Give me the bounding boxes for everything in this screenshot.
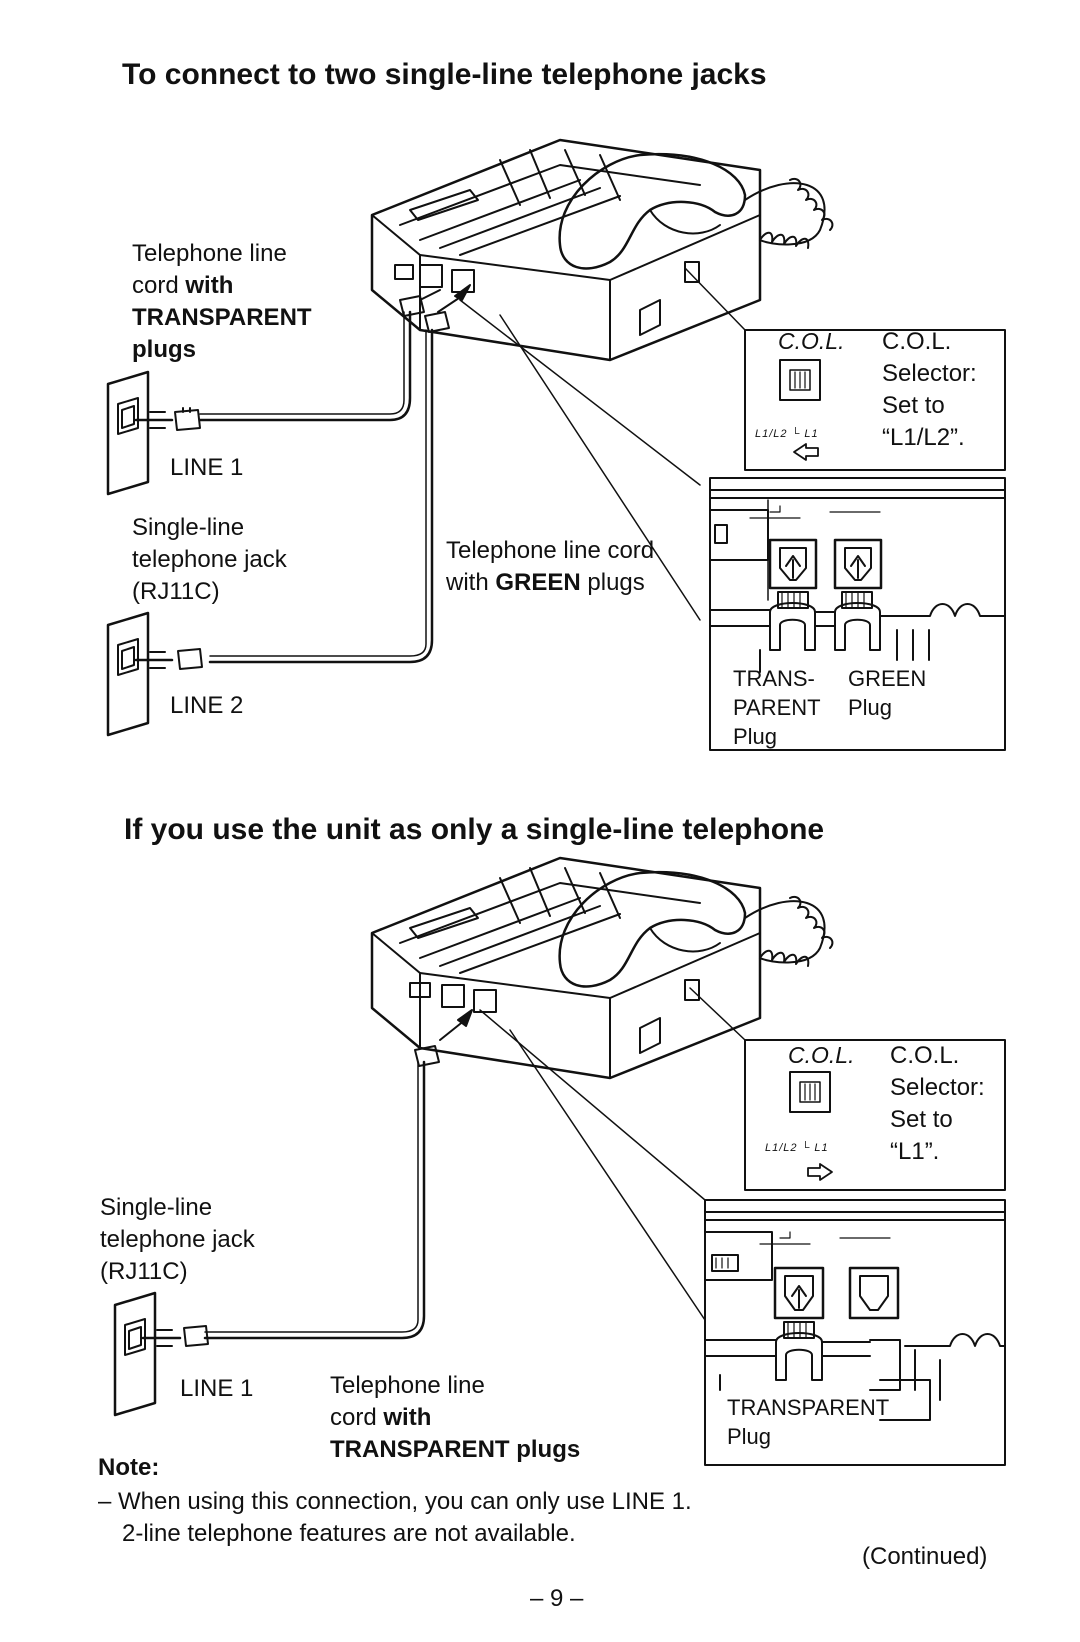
wall-jack-icon-2 (106, 611, 203, 737)
label-line: Plug (733, 724, 778, 749)
continued-label: (Continued) (862, 1543, 988, 1570)
label-line: with GREEN plugs (446, 567, 654, 599)
section1-heading: To connect to two single-line telephone … (122, 58, 767, 91)
note-title: Note: (98, 1454, 160, 1481)
col-switch-positions-2: L1/L2 └ L1 (765, 1142, 829, 1154)
label-line: cord with (330, 1402, 580, 1434)
telephone-line-cords-1 (198, 284, 471, 664)
label-line: “L1”. (890, 1138, 940, 1165)
col-selector-text-2: C.O.L. Selector: Set to “L1”. (890, 1040, 985, 1168)
label-line: TRANSPARENT (727, 1395, 890, 1420)
label-bold: TRANSPARENT plugs (330, 1436, 581, 1463)
label-bold: plugs (132, 336, 196, 363)
label-line: “L1/L2”. (882, 424, 965, 451)
label-line: PARENT (733, 695, 821, 720)
label-line: Selector: (882, 360, 977, 387)
label-bold: with (185, 272, 234, 299)
label-line: cord with (132, 270, 372, 302)
label-line: telephone jack (100, 1226, 255, 1253)
section2-heading: If you use the unit as only a single-lin… (124, 813, 825, 846)
note-text: 1. (665, 1488, 692, 1515)
label-bold: with (383, 1404, 432, 1431)
telephone-illustration-1 (370, 138, 834, 362)
label-line: Telephone line (132, 240, 287, 267)
label-line: Selector: (890, 1074, 985, 1101)
label-line: Telephone line (330, 1372, 485, 1399)
label-line: TRANS- (733, 666, 815, 691)
label-line: (RJ11C) (100, 1258, 188, 1285)
page-number: – 9 – (530, 1585, 584, 1612)
plug-transparent-label-2: TRANSPARENT Plug (727, 1393, 889, 1451)
label-line: Set to (882, 392, 945, 419)
label-line: Set to (890, 1106, 953, 1133)
col-selector-box-2 (744, 1039, 1006, 1191)
label-text: cord (330, 1404, 384, 1431)
plug-transparent-label-1: TRANS- PARENT Plug (733, 664, 821, 751)
label-line: Telephone line cord (446, 537, 655, 564)
note-line-2: 2-line telephone features are not availa… (122, 1520, 576, 1547)
label-bold: TRANSPARENT (132, 304, 312, 331)
col-selector-text-1: C.O.L. Selector: Set to “L1/L2”. (882, 326, 977, 454)
col-switch-title-1: C.O.L. (778, 328, 845, 354)
cord-green-label: Telephone line cord with GREEN plugs (446, 535, 654, 599)
label-line: (RJ11C) (132, 578, 220, 605)
arrow-right-icon (807, 1163, 833, 1181)
jack-detail-box-2 (704, 1199, 1006, 1466)
cord-transparent-label-1: Telephone line cord with TRANSPARENT plu… (132, 238, 372, 366)
label-text: with (446, 569, 496, 596)
jack-label-1: Single-line telephone jack (RJ11C) (132, 512, 287, 608)
col-selector-box-1 (744, 329, 1006, 471)
label-line: telephone jack (132, 546, 287, 573)
plug-green-label: GREEN Plug (848, 664, 926, 722)
label-line: Plug (848, 695, 893, 720)
wall-jack-icon-1 (106, 370, 201, 496)
note-text: – When using this connection, you can on… (98, 1488, 612, 1515)
note-line-1: – When using this connection, you can on… (98, 1486, 692, 1518)
label-line: GREEN (848, 666, 927, 691)
line1-label-2: LINE 1 (180, 1375, 254, 1402)
telephone-line-cord-2 (203, 1009, 473, 1340)
label-text: cord (132, 272, 186, 299)
label-line: Single-line (100, 1194, 213, 1221)
arrow-left-icon (793, 443, 819, 461)
col-switch-title-2: C.O.L. (788, 1042, 855, 1068)
note-text-emphasis: LINE (611, 1488, 666, 1515)
label-line: Single-line (132, 514, 245, 541)
cord-transparent-label-2: Telephone line cord with TRANSPARENT plu… (330, 1370, 580, 1466)
telephone-illustration-2 (370, 856, 834, 1080)
label-line: C.O.L. (882, 328, 952, 355)
jack-label-2: Single-line telephone jack (RJ11C) (100, 1192, 255, 1288)
label-line: C.O.L. (890, 1042, 960, 1069)
line2-label: LINE 2 (170, 692, 244, 719)
label-text: plugs (580, 569, 645, 596)
wall-jack-icon-3 (113, 1291, 209, 1417)
jack-detail-box-1 (709, 477, 1006, 751)
col-switch-positions-1: L1/L2 └ L1 (755, 428, 819, 440)
line1-label: LINE 1 (170, 454, 244, 481)
label-bold: GREEN (495, 569, 581, 596)
label-line: Plug (727, 1424, 772, 1449)
